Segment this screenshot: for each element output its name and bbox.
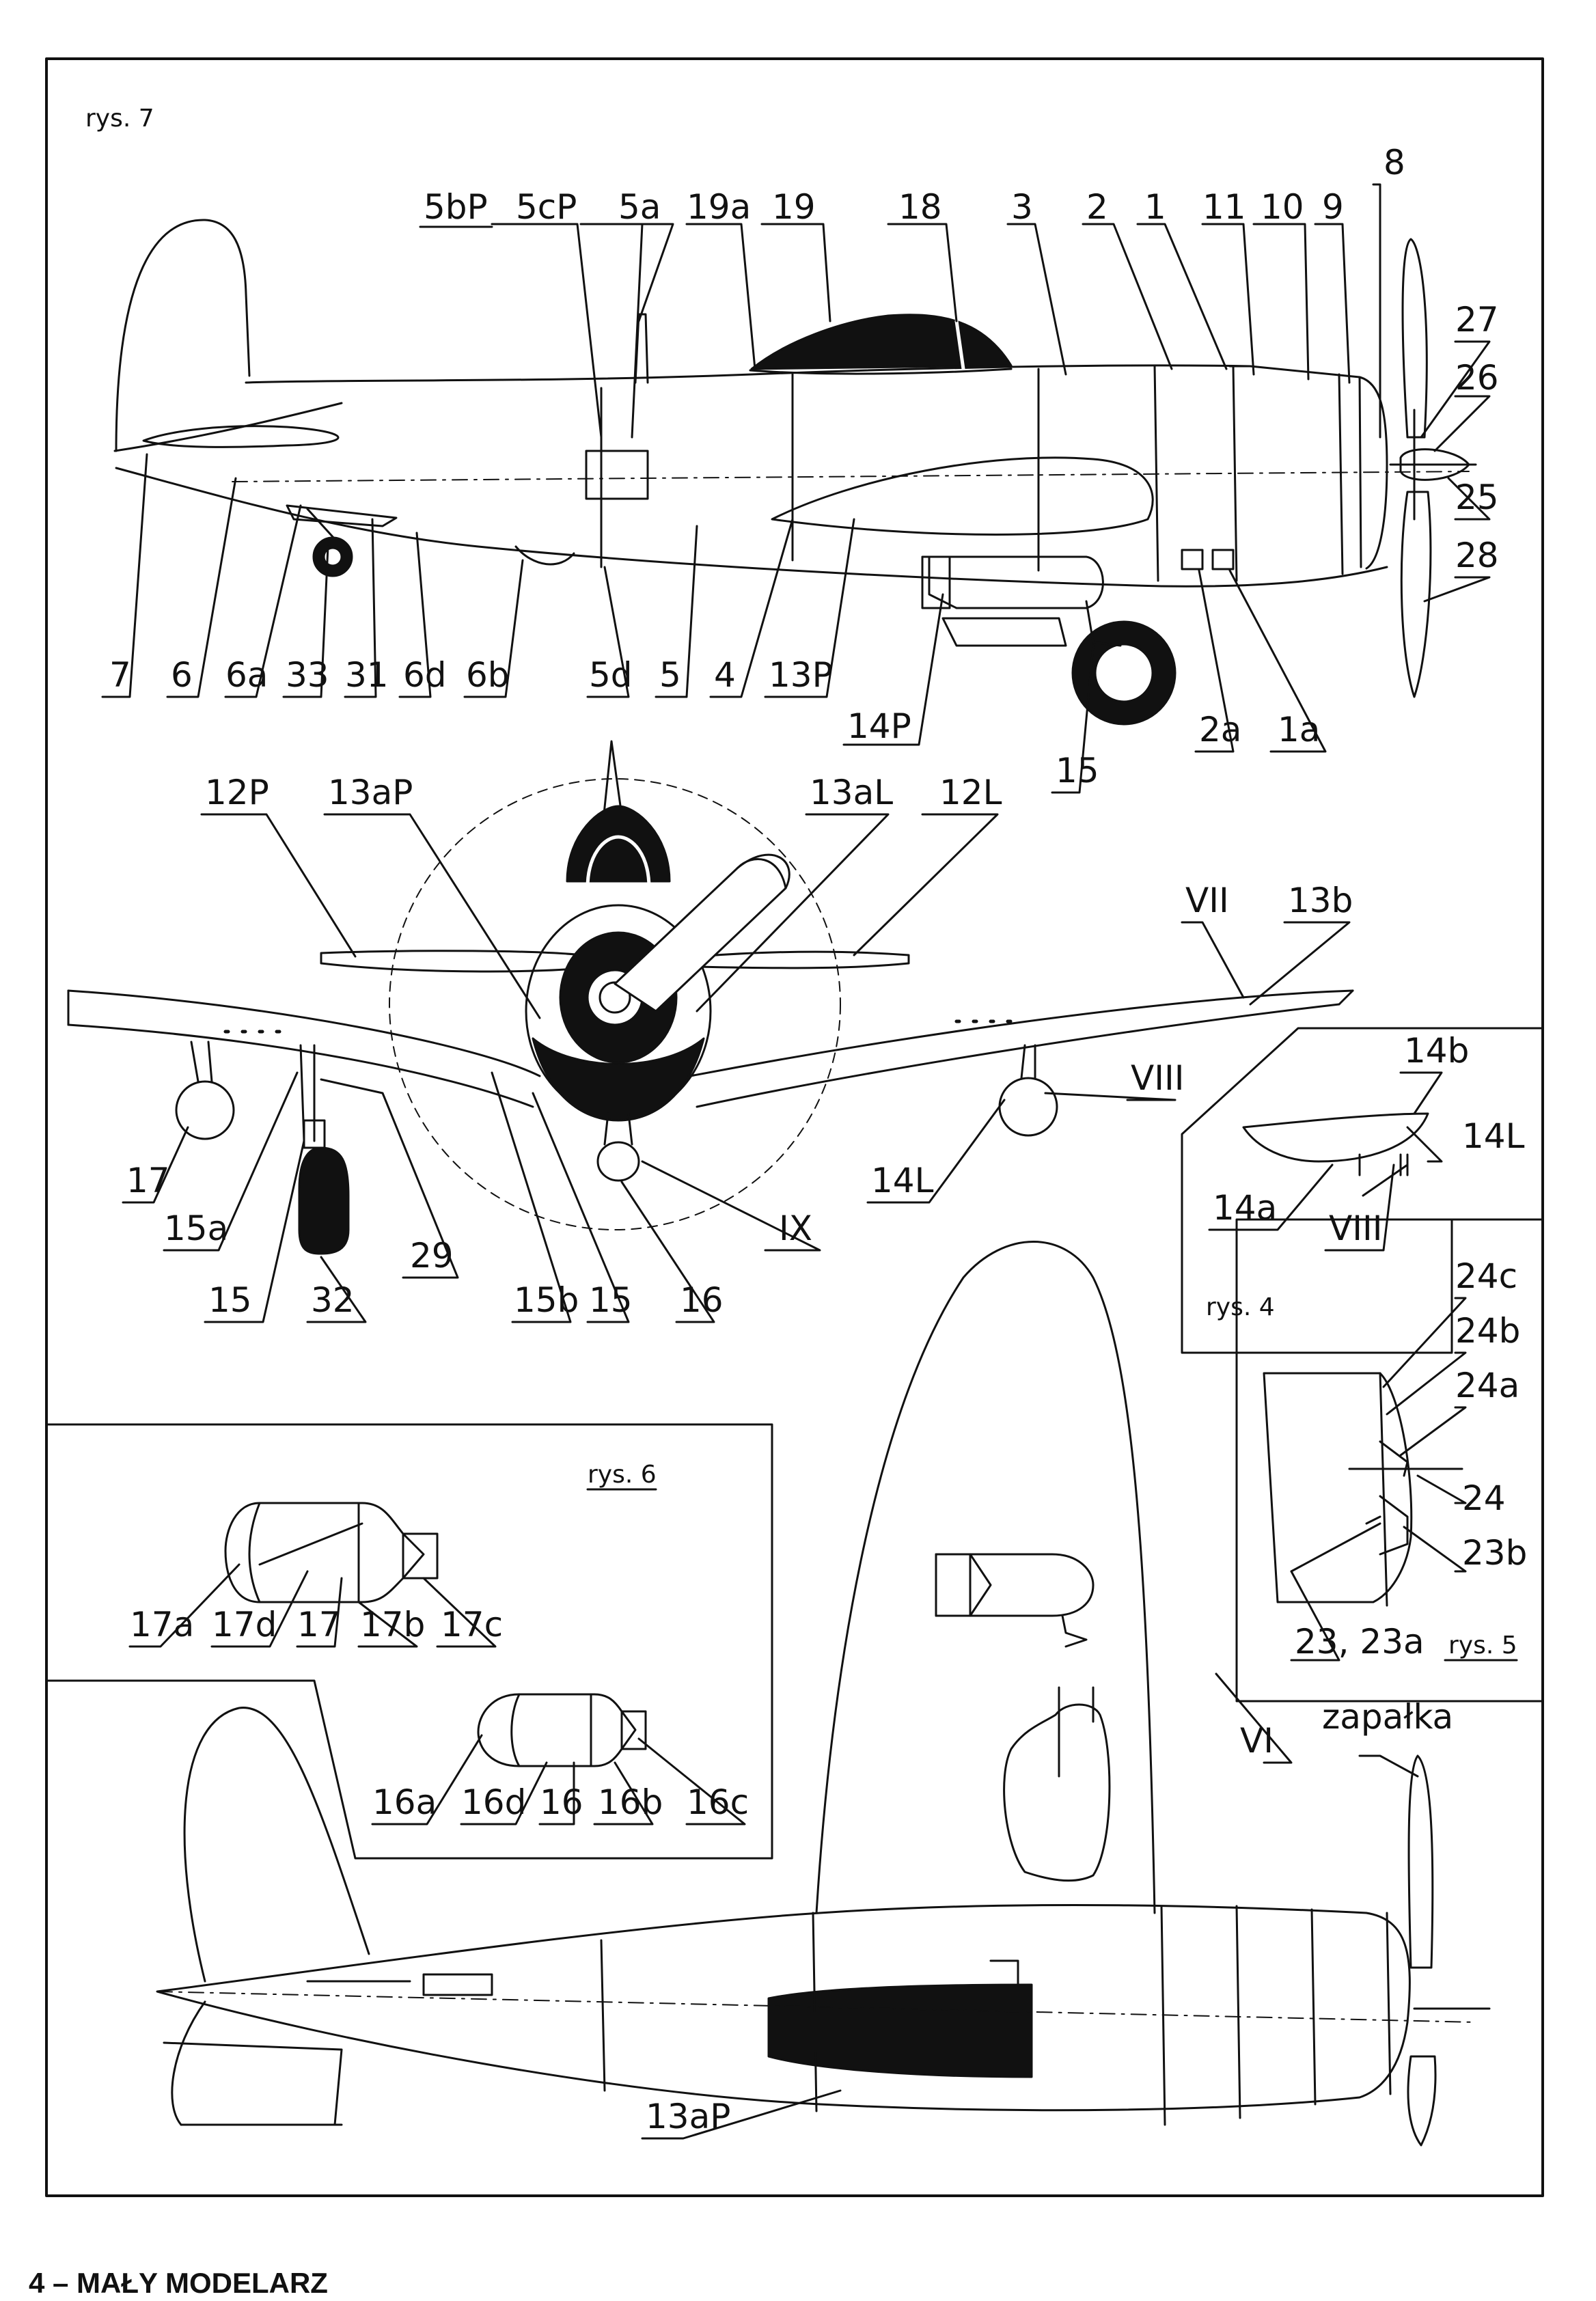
part-label: 17c [441,1605,503,1644]
part-label: 5bP [424,187,488,227]
part-label: 16 [540,1782,583,1822]
part-label: 16d [461,1782,526,1822]
front-view [67,740,1354,1323]
part-label: 19 [772,187,816,227]
part-label: 18 [898,187,942,227]
part-label: 31 [345,655,389,695]
part-label: 17b [360,1605,425,1644]
page-footer: 4 – MAŁY MODELARZ [29,2267,328,2299]
part-label: 25 [1455,478,1499,517]
bombs-detail [45,1423,773,1860]
part-label: 23, 23a [1295,1622,1425,1662]
part-label: 14b [1404,1031,1469,1071]
part-label: 13aL [810,773,893,812]
part-label: 14a [1213,1188,1277,1228]
part-label: VII [1185,881,1229,920]
part-label: 8 [1384,143,1405,182]
part-label: 17 [126,1161,170,1200]
part-label: 9 [1322,187,1344,227]
part-label: 13aP [646,2097,730,2136]
part-label: 14L [871,1161,934,1200]
part-label: 24b [1455,1311,1520,1351]
part-label: VI [1240,1721,1274,1761]
part-label: 4 [714,655,736,695]
part-label: 33 [286,655,329,695]
part-label: 17 [297,1605,341,1644]
part-label: 5 [659,655,681,695]
part-label: 1a [1278,710,1320,749]
part-label: 17a [130,1605,194,1644]
figure-title-rys4: rys. 4 [1206,1293,1275,1321]
part-label: 16 [680,1280,724,1320]
part-label: zapałka [1322,1697,1453,1737]
part-label: 26 [1455,358,1499,398]
part-label: 16b [598,1782,663,1822]
part-label: 14P [847,706,911,746]
part-label: 5d [589,655,633,695]
part-label: 6b [466,655,510,695]
part-label: IX [779,1209,812,1248]
part-label: 6d [403,655,447,695]
part-label: 15 [208,1280,252,1320]
figure-title-rys6: rys. 6 [588,1461,657,1489]
part-label: 17d [212,1605,277,1644]
part-label: 13b [1288,881,1353,920]
part-label: 5a [618,187,661,227]
part-label: 24 [1462,1478,1506,1518]
part-label: 27 [1455,300,1499,340]
plan-view [156,1241,1491,2147]
part-label: 14L [1462,1116,1525,1156]
part-label: 28 [1455,536,1499,575]
part-label: 24c [1455,1256,1517,1296]
part-label: 2a [1199,710,1241,749]
part-label: 7 [109,655,131,695]
part-label: 15a [164,1209,228,1248]
part-label: 24a [1455,1366,1519,1405]
part-label: 15 [1056,751,1099,790]
part-label: 16c [687,1782,749,1822]
part-label: 3 [1011,187,1033,227]
part-label: 12L [939,773,1002,812]
figure-title-rys5: rys. 5 [1448,1631,1517,1659]
figure-title-rys7: rys. 7 [85,105,154,133]
part-label: 5cP [516,187,577,227]
cowl-detail [1235,1218,1544,1703]
part-label: 23b [1462,1533,1527,1573]
part-label: 32 [311,1280,355,1320]
part-label: 10 [1261,187,1304,227]
part-label: 15b [514,1280,579,1320]
part-label: VIII [1131,1058,1184,1098]
part-label: 11 [1202,187,1246,227]
part-label: 19a [687,187,751,227]
part-label: 29 [410,1236,454,1276]
side-view [101,183,1491,794]
part-label: 15 [589,1280,633,1320]
part-label: 6 [171,655,193,695]
part-label: 12P [205,773,269,812]
part-label: 13P [769,655,833,695]
part-label: VIII [1329,1209,1382,1248]
part-label: 16a [372,1782,437,1822]
part-label: 6a [225,655,268,695]
part-label: 2 [1086,187,1108,227]
part-label: 13aP [328,773,413,812]
part-label: 1 [1144,187,1166,227]
